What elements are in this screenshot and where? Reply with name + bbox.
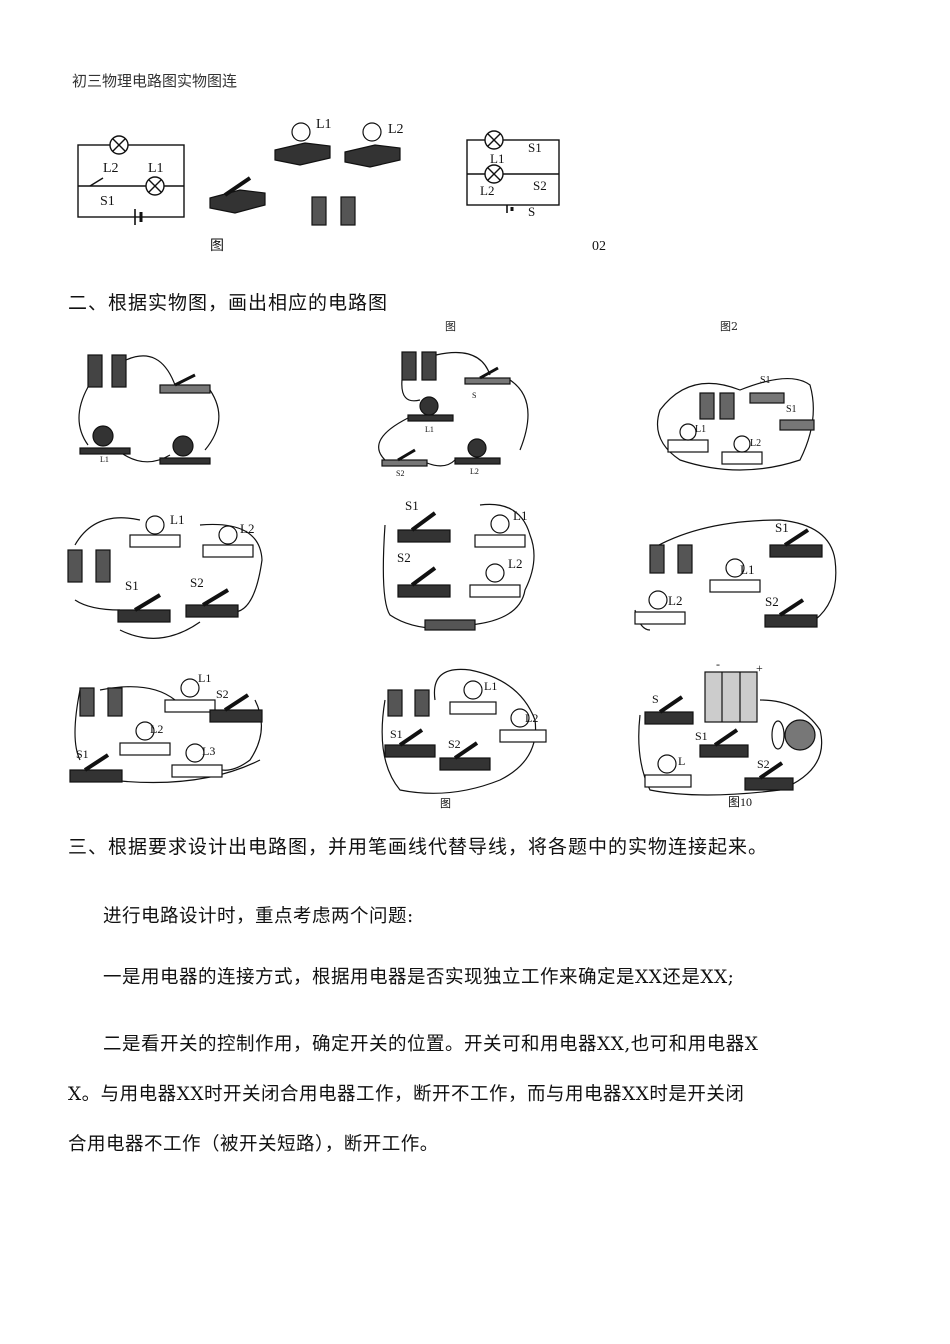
label-L1-r3a: L1 (198, 671, 211, 685)
label-S-r3c: S (652, 692, 659, 706)
fig-caption-row1-mid: 图 (445, 320, 456, 333)
circuit-schematic-left (77, 135, 185, 225)
label-S1-r3b: S1 (390, 727, 403, 741)
label-S2-r3c: S2 (757, 757, 770, 771)
label-S1-r2c: S1 (775, 520, 789, 535)
fig-caption-row3-mid: 图 (440, 797, 451, 810)
label-L2-diag3: L2 (480, 183, 494, 198)
label-L1-rowB: L1 (425, 425, 434, 434)
label-S-rowB: S (472, 391, 476, 400)
section-3-title: 三、根据要求设计出电路图，并用笔画线代替导线，将各题中的实物连接起来。 (68, 836, 769, 858)
label-S1-r2b: S1 (405, 498, 419, 513)
label-S2-r2c: S2 (765, 594, 779, 609)
label-L1-diag1: L1 (148, 161, 164, 176)
label-plus-r3c: + (756, 661, 763, 675)
label-L1-r2c: L1 (740, 562, 754, 577)
label-S1-diag3: S1 (528, 140, 542, 155)
label-S1-rowC: S1 (760, 375, 771, 386)
label-L1-r2b: L1 (513, 508, 527, 523)
label-S1-r3a: S1 (76, 747, 89, 761)
paragraph-2: 一是用电器的连接方式，根据用电器是否实现独立工作来确定是XX还是XX; (103, 967, 735, 988)
label-L1-r2a: L1 (170, 512, 184, 527)
paragraph-3-line-3: 合用电器不工作（被开关短路），断开工作。 (68, 1134, 439, 1155)
fig-caption-top-left: 图 (210, 239, 224, 254)
label-L2-top: L2 (388, 122, 404, 137)
label-S1-diag1: S1 (100, 194, 115, 209)
label-L2-r2b: L2 (508, 556, 522, 571)
physical-components-top (209, 122, 401, 226)
fig-caption-row3-right: 图10 (728, 795, 752, 809)
label-L2-r2c: L2 (668, 593, 682, 608)
label-L1-rowC: L1 (695, 424, 706, 435)
label-S-rowC: S1 (786, 404, 797, 415)
label-S2-diag3: S2 (533, 178, 547, 193)
fig-caption-top-right: 02 (592, 239, 606, 254)
label-L2-rowC: L2 (750, 438, 761, 449)
section-2-title: 二、根据实物图，画出相应的电路图 (68, 292, 389, 314)
fig-caption-row1-right: 图2 (720, 320, 738, 333)
label-L1-r3b: L1 (484, 679, 497, 693)
label-S2-r3a: S2 (216, 687, 229, 701)
label-L2-r3a: L2 (150, 722, 163, 736)
circuit-schematic-right (466, 130, 560, 213)
label-L1-diag3: L1 (490, 151, 504, 166)
label-S-diag3: S (528, 204, 535, 219)
paragraph-3-line-1: 二是看开关的控制作用，确定开关的位置。开关可和用电器XX,也可和用电器X (103, 1034, 759, 1055)
label-L2-diag1: L2 (103, 161, 119, 176)
label-L1-top: L1 (316, 117, 332, 132)
label-minus-r3c: - (716, 657, 720, 671)
label-L-r3c: L (678, 754, 685, 768)
label-S1-r3c: S1 (695, 729, 708, 743)
label-L2-rowB: L2 (470, 467, 479, 476)
label-L1-rowA: L1 (100, 455, 109, 464)
label-S2-r3b: S2 (448, 737, 461, 751)
paragraph-1: 进行电路设计时，重点考虑两个问题: (103, 906, 414, 927)
label-S2-r2a: S2 (190, 575, 204, 590)
label-L2-r2a: L2 (240, 521, 254, 536)
label-S2-rowB: S2 (396, 469, 404, 478)
label-S2-r2b: S2 (397, 550, 411, 565)
doc-header: 初三物理电路图实物图连 (72, 72, 238, 90)
label-S1-r2a: S1 (125, 578, 139, 593)
label-L3-r3a: L3 (202, 744, 215, 758)
label-L2-r3b: L2 (525, 711, 538, 725)
paragraph-3-line-2: X。与用电器XX时开关闭合用电器工作，断开不工作，而与用电器XX时是开关闭 (68, 1084, 745, 1105)
